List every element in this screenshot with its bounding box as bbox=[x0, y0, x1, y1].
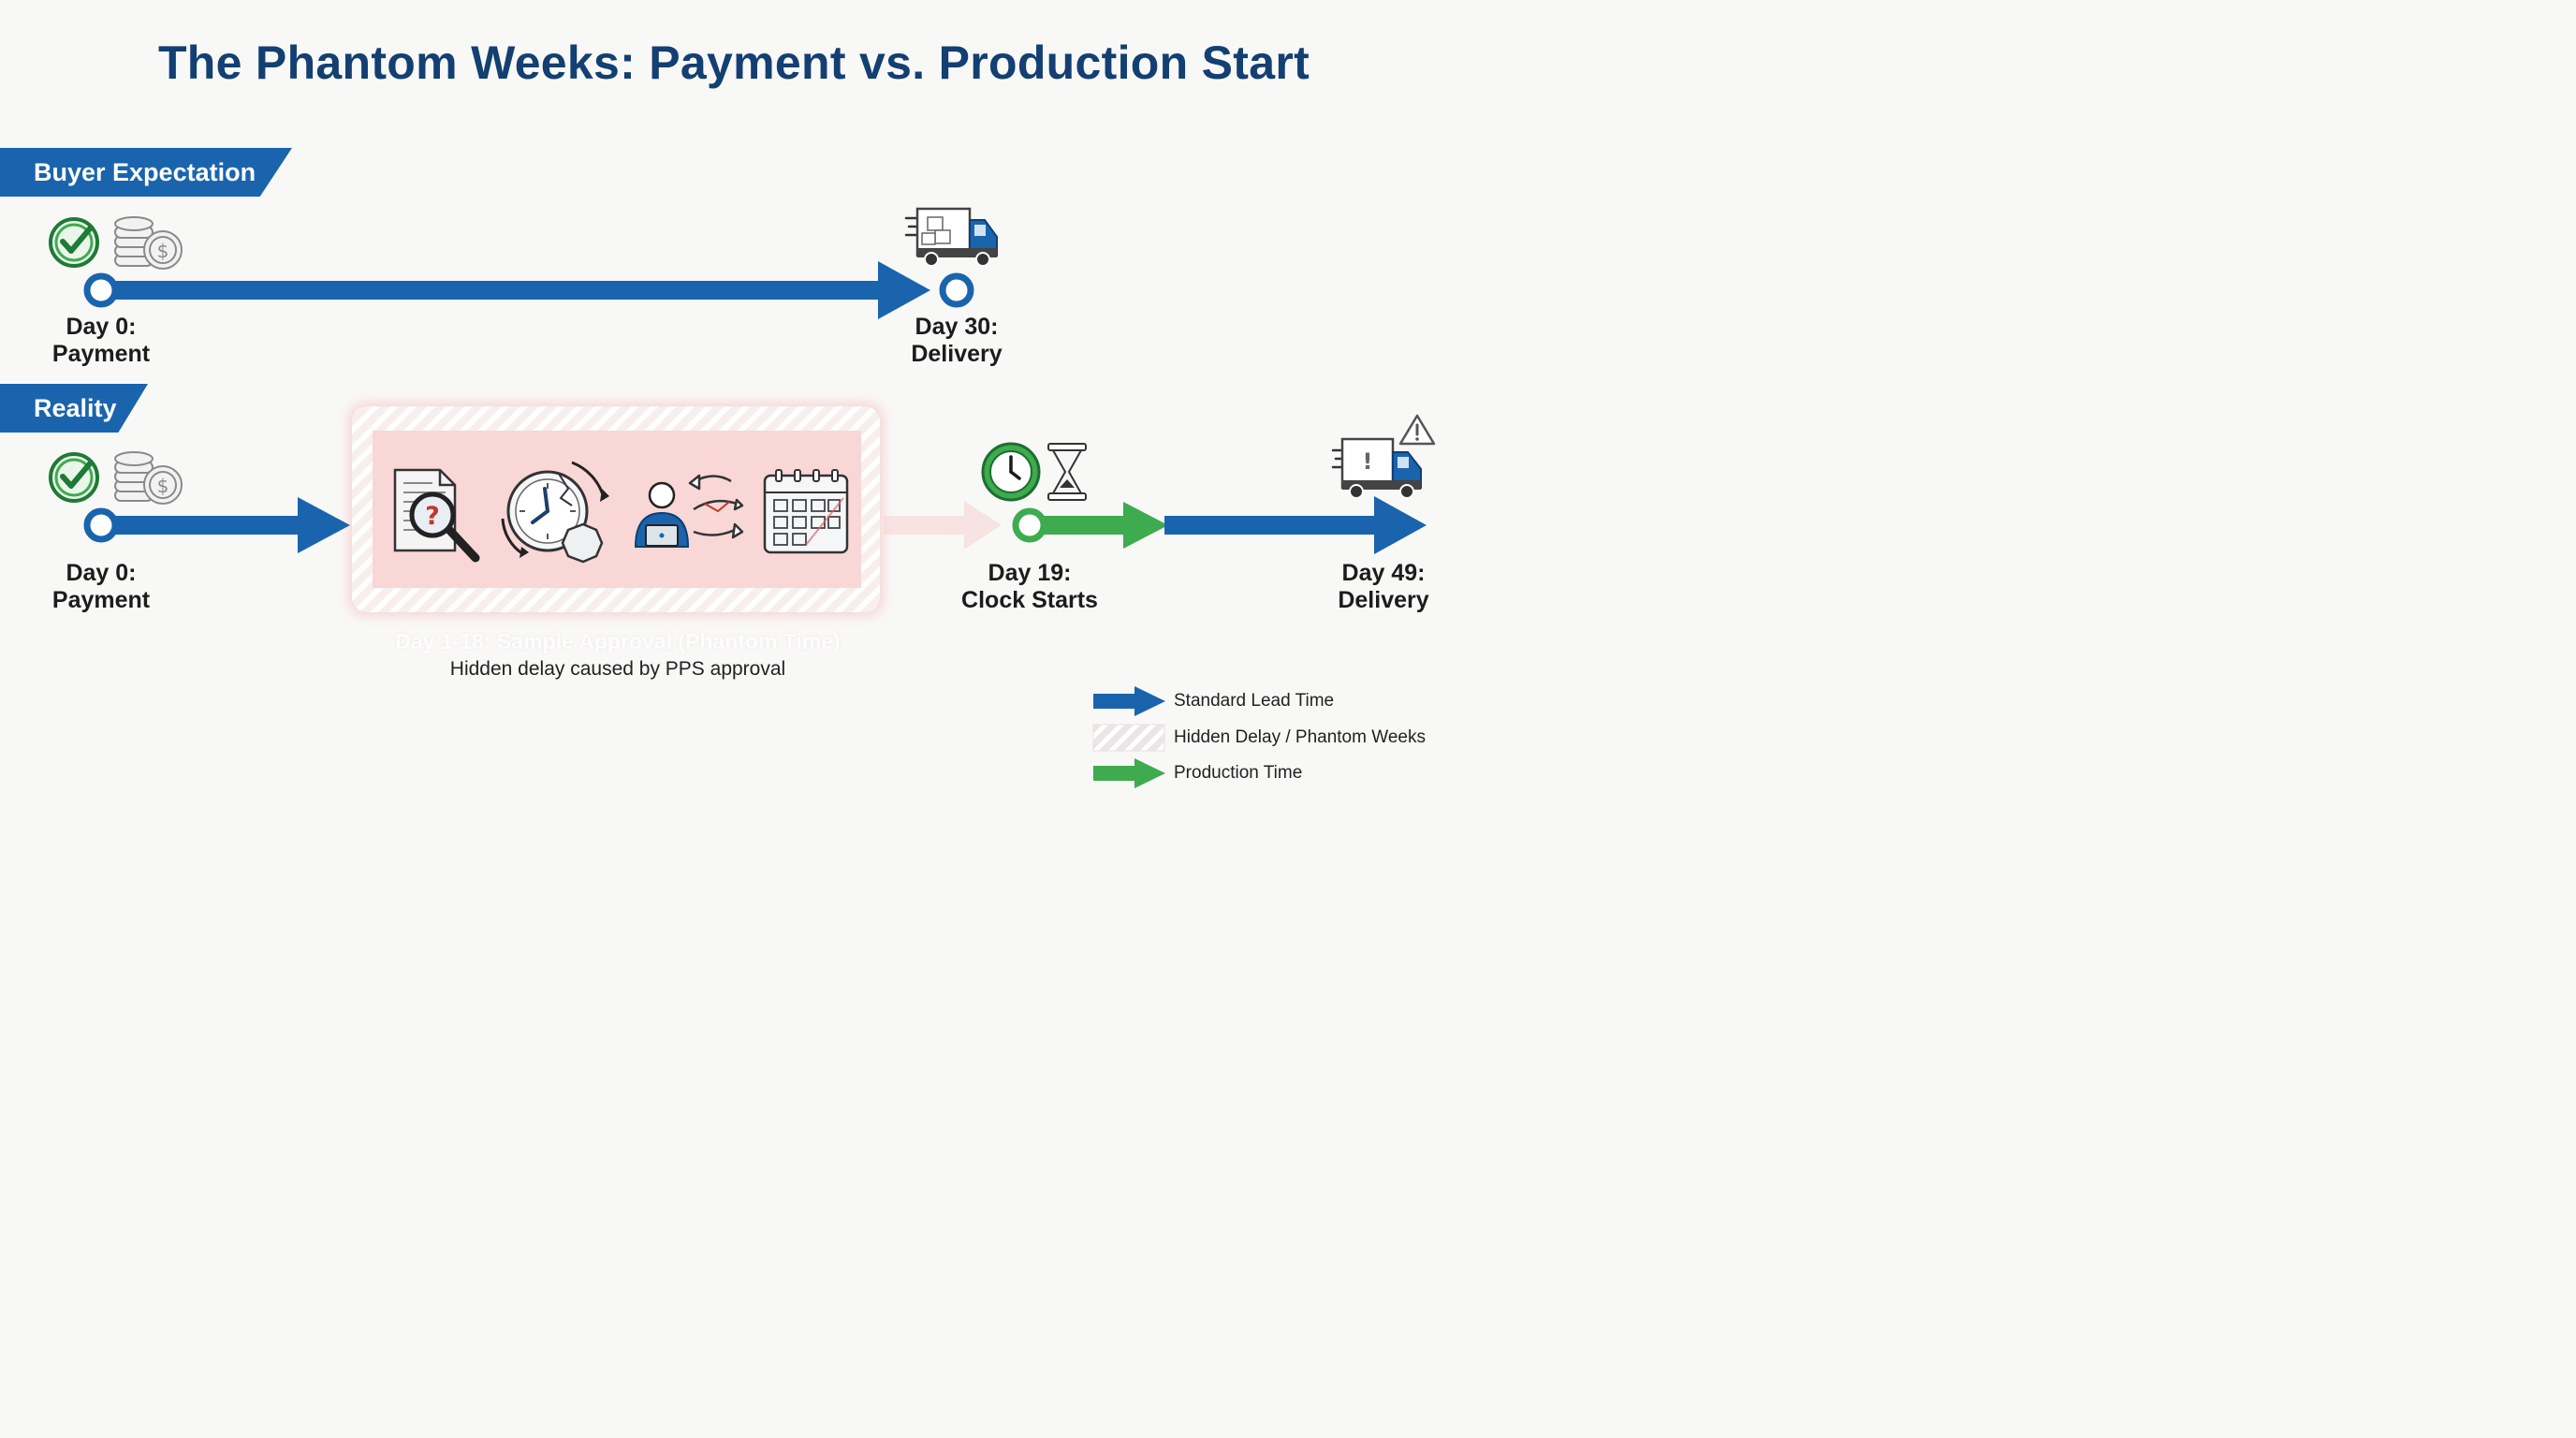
day-0-node bbox=[83, 272, 119, 308]
checkmark-icon bbox=[49, 217, 99, 268]
standard-lead-time-bar bbox=[101, 281, 892, 300]
buyer-day-0-label: Day 0:Payment bbox=[51, 314, 151, 367]
legend-label-hidden-delay: Hidden Delay / Phantom Weeks bbox=[1174, 727, 1426, 747]
arrow-head bbox=[878, 261, 930, 319]
day-30-node bbox=[939, 272, 974, 308]
page-title: The Phantom Weeks: Payment vs. Productio… bbox=[157, 37, 1310, 89]
day-19-node bbox=[1012, 507, 1047, 543]
document-search-icon: ? bbox=[393, 468, 480, 563]
reality-day-0-label: Day 0:Payment bbox=[51, 560, 151, 613]
legend-label-standard: Standard Lead Time bbox=[1174, 691, 1335, 711]
svg-text:$: $ bbox=[157, 475, 169, 497]
legend-swatch-hidden-delay bbox=[1092, 724, 1165, 752]
legend-label-production: Production Time bbox=[1174, 763, 1303, 783]
arrow-head bbox=[1374, 496, 1427, 554]
arrow-head bbox=[1123, 502, 1168, 549]
clock-icon bbox=[981, 442, 1041, 502]
warning-icon bbox=[1398, 414, 1436, 446]
arrow-head bbox=[298, 497, 350, 553]
checkmark-icon bbox=[49, 452, 99, 503]
hidden-delay-caption: Hidden delay caused by PPS approval bbox=[449, 658, 786, 680]
hourglass-icon bbox=[1047, 443, 1087, 501]
timeline-diagram: $ bbox=[49, 207, 1436, 788]
delay-period-label: Day 1-18: Sample Approval (Phantom Time) bbox=[395, 629, 841, 653]
legend-swatch-standard bbox=[1093, 686, 1165, 716]
svg-text:?: ? bbox=[425, 502, 440, 531]
broken-clock-icon bbox=[501, 461, 609, 564]
production-time-bar bbox=[1030, 516, 1133, 535]
swap-arrows-icon bbox=[688, 474, 744, 539]
coins-icon: $ bbox=[114, 451, 183, 505]
worker-laptop-icon bbox=[634, 481, 690, 548]
standard-lead-time-bar bbox=[101, 516, 311, 535]
legend-swatch-production bbox=[1093, 758, 1165, 788]
legend bbox=[1092, 686, 1165, 788]
buyer-timeline bbox=[83, 261, 974, 319]
delivery-truck-icon: ! bbox=[1331, 437, 1422, 499]
hidden-delay-box bbox=[348, 403, 884, 616]
reality-day-19-label: Day 19:Clock Starts bbox=[961, 560, 1098, 613]
svg-text:!: ! bbox=[1363, 448, 1373, 475]
faded-connector bbox=[884, 501, 1002, 550]
calendar-icon bbox=[763, 469, 849, 554]
day-0-node bbox=[83, 507, 119, 543]
delivery-truck-icon bbox=[904, 207, 998, 267]
svg-text:$: $ bbox=[157, 240, 169, 262]
standard-lead-time-bar bbox=[1164, 516, 1389, 535]
coins-icon: $ bbox=[114, 216, 183, 270]
reality-day-49-label: Day 49:Delivery bbox=[1338, 560, 1429, 613]
buyer-expectation-banner: Buyer Expectation bbox=[0, 148, 292, 197]
buyer-day-30-label: Day 30:Delivery bbox=[911, 314, 1003, 367]
